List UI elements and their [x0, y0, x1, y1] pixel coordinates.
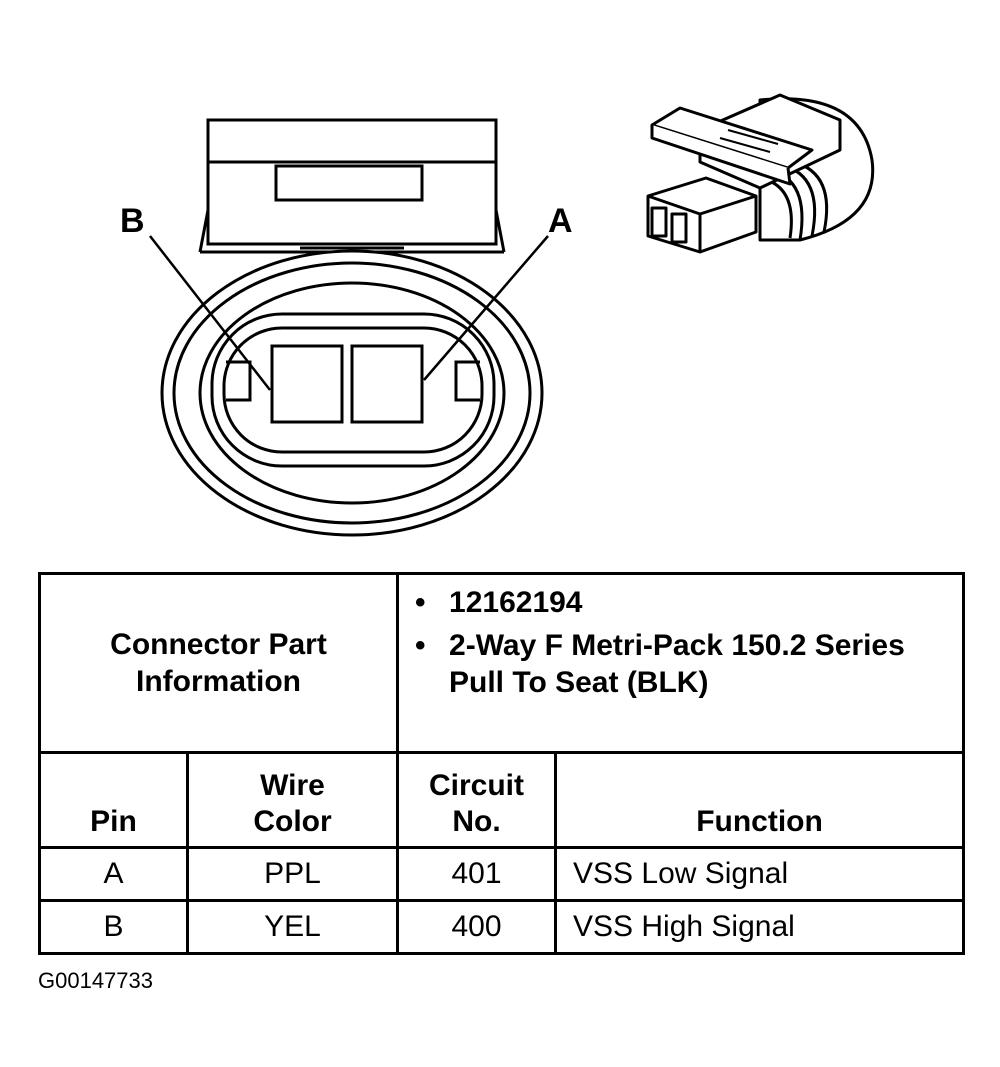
header-circuit-no-line: Circuit: [429, 769, 525, 802]
header-wire-color: Wire Color: [185, 751, 400, 849]
connector-diagram: B A: [120, 93, 875, 537]
header-wire-color-line: Color: [253, 805, 332, 838]
connector-info-label: Connector Part Information: [37, 572, 400, 754]
pin-b-label: B: [120, 202, 145, 240]
cell-pin: A: [38, 846, 189, 902]
connector-info-label-line: Information: [136, 665, 301, 698]
connector-info-details: 12162194 2-Way F Metri-Pack 150.2 Series…: [396, 572, 966, 754]
connector-info-row: Connector Part Information 12162194 2-Wa…: [37, 572, 966, 754]
cell-function: VSS Low Signal: [554, 846, 966, 902]
connector-info-label-line: Connector Part: [110, 627, 327, 661]
table-row: B YEL 400 VSS High Signal: [38, 899, 966, 955]
header-function: Function: [554, 751, 966, 849]
connector-part-number: 12162194: [415, 585, 962, 622]
connector-info-list: 12162194 2-Way F Metri-Pack 150.2 Series…: [399, 585, 962, 702]
header-pin: Pin: [38, 751, 189, 849]
cell-wire-color: PPL: [185, 846, 400, 902]
cell-wire-color: YEL: [185, 899, 400, 955]
pin-a-label: A: [548, 202, 573, 240]
cell-circuit-no: 401: [396, 846, 558, 902]
pin-leader-lines: [149, 235, 549, 391]
cell-function: VSS High Signal: [554, 899, 966, 955]
figure-id: G00147733: [38, 968, 153, 993]
header-circuit-no: Circuit No.: [396, 751, 558, 849]
table-header-row: Pin Wire Color Circuit No. Function: [38, 751, 966, 849]
cell-circuit-no: 400: [396, 899, 558, 955]
header-circuit-no-line: No.: [452, 805, 501, 838]
header-pin-text: Pin: [90, 805, 137, 838]
cell-pin: B: [38, 899, 189, 955]
connector-face-drawing: [160, 118, 544, 537]
connector-isometric-drawing: [646, 93, 875, 254]
header-function-text: Function: [696, 805, 823, 838]
connector-pin-table: Connector Part Information 12162194 2-Wa…: [37, 572, 966, 955]
header-wire-color-line: Wire: [260, 769, 325, 802]
table-row: A PPL 401 VSS Low Signal: [38, 846, 966, 902]
connector-description: 2-Way F Metri-Pack 150.2 Series Pull To …: [415, 628, 962, 702]
